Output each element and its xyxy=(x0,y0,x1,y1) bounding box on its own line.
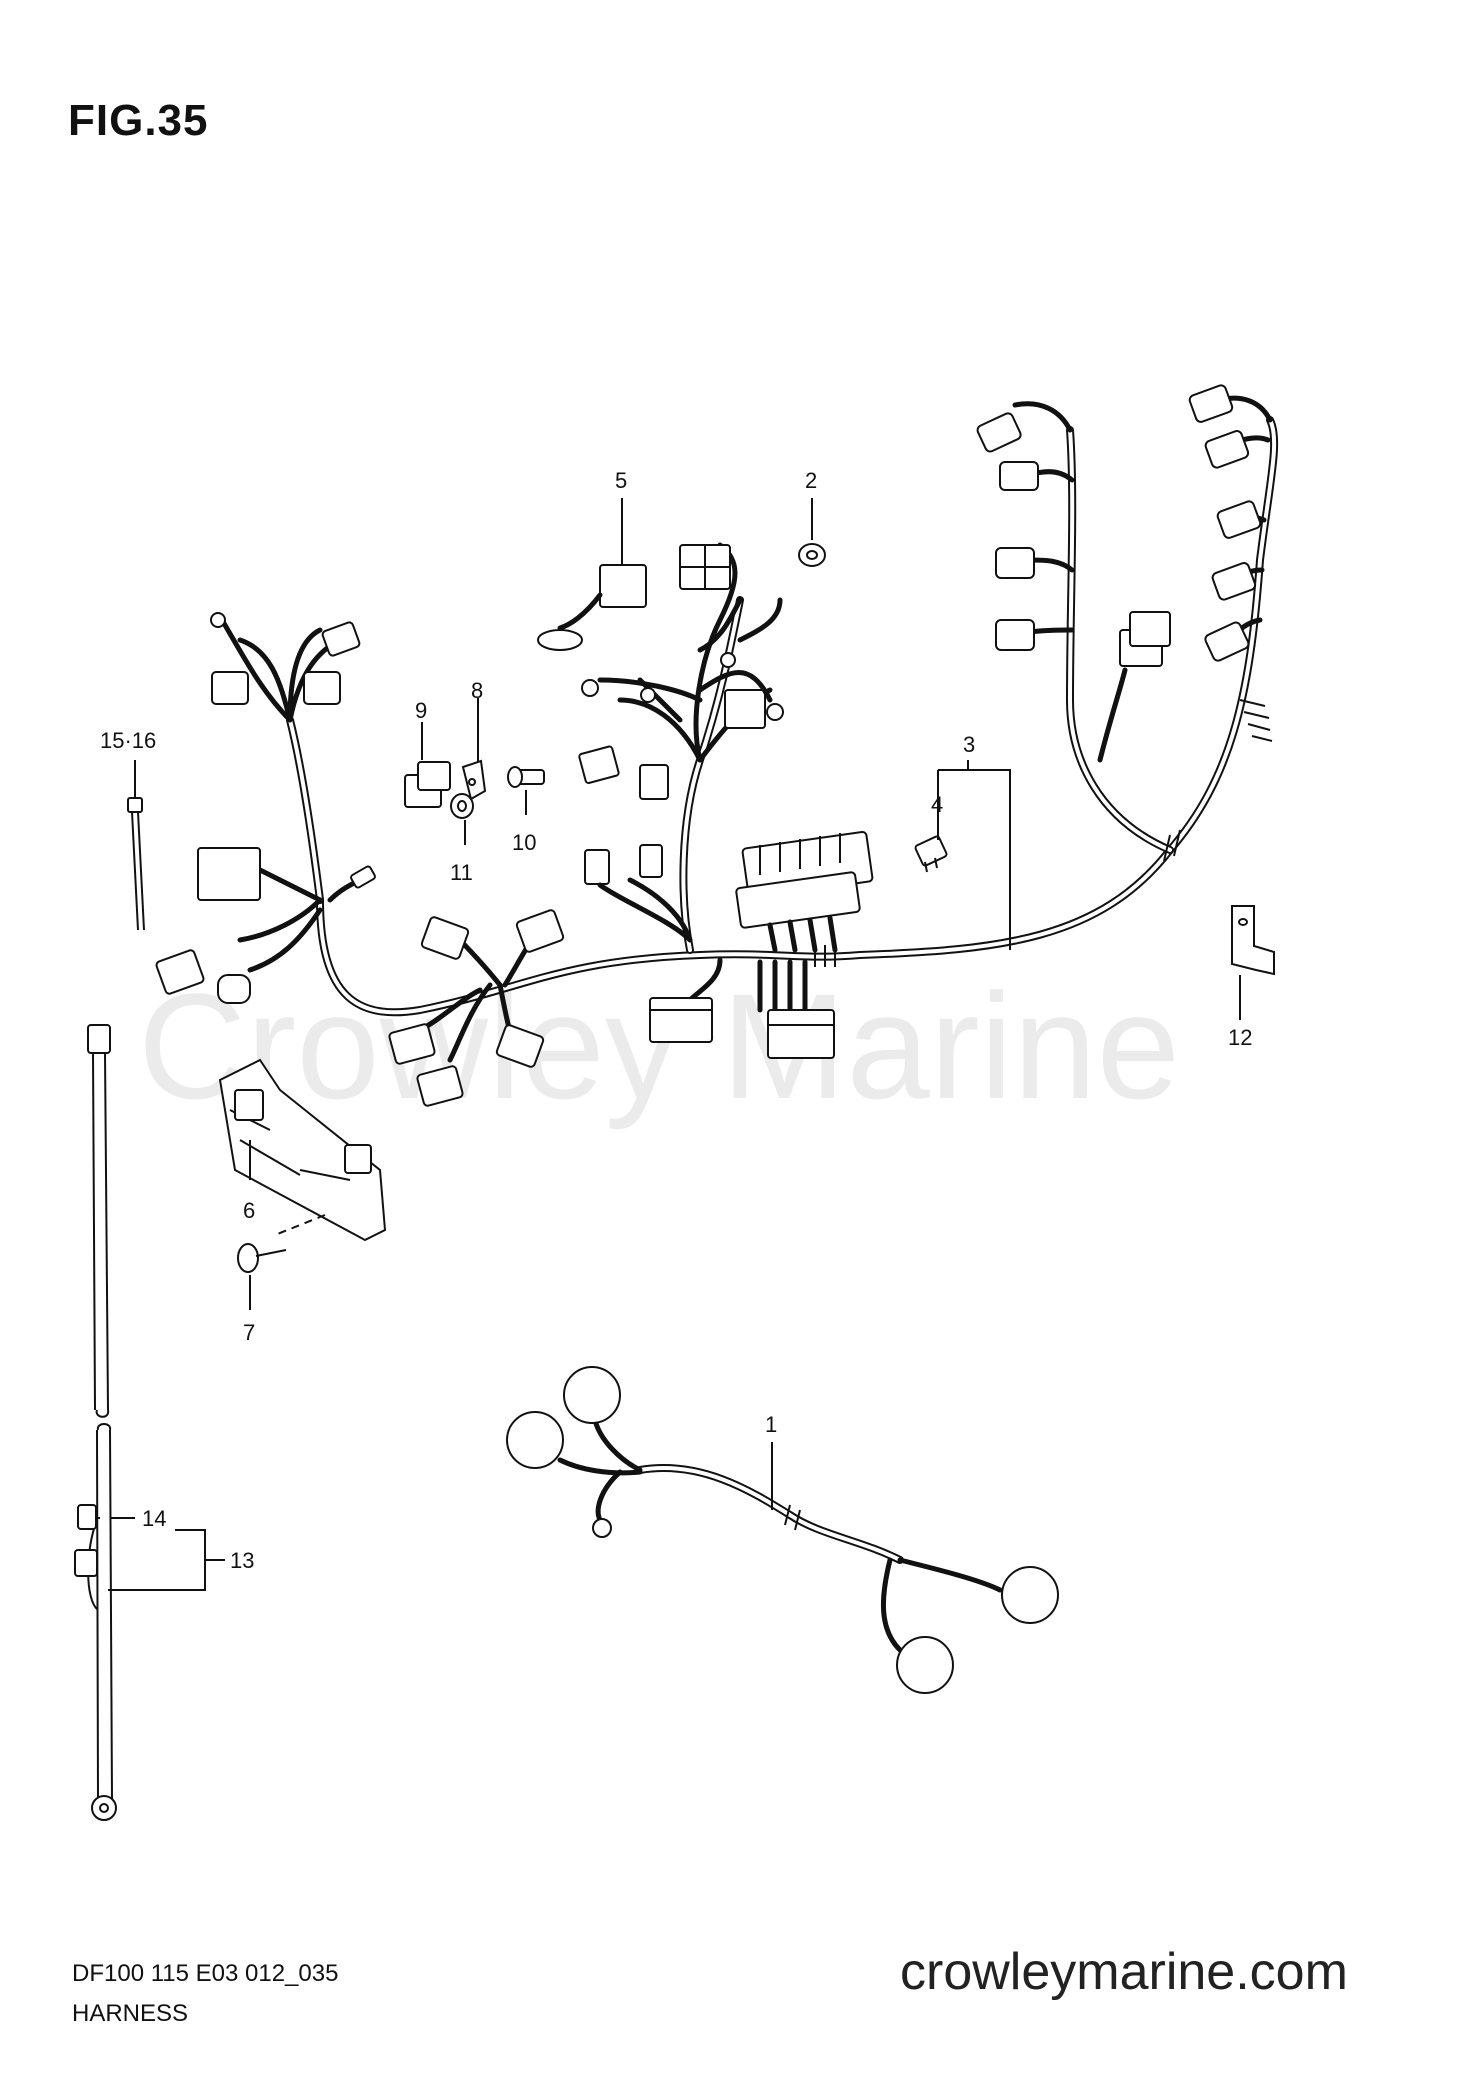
part-15-16-cable-tie xyxy=(127,797,145,931)
callout-15-16: 15·16 xyxy=(100,728,156,753)
figure-title: FIG.35 xyxy=(68,96,209,145)
part-2-nut xyxy=(798,543,826,567)
section-name: HARNESS xyxy=(72,2000,189,2027)
part-13-battery-cable xyxy=(74,1024,117,1821)
callout-13: 13 xyxy=(230,1548,254,1573)
small-parts-cluster xyxy=(404,759,545,819)
website-link[interactable]: crowleymarine.com xyxy=(900,1943,1348,2001)
callout-12: 12 xyxy=(1228,1025,1252,1050)
injector-connectors xyxy=(976,384,1273,763)
callout-5: 5 xyxy=(615,468,627,493)
ecu-connector-block xyxy=(649,830,874,1059)
callout-9: 9 xyxy=(415,698,427,723)
part-12-bracket xyxy=(1231,905,1275,976)
fuse xyxy=(914,835,948,873)
callout-labels: 5 2 3 4 8 9 10 11 15·16 12 6 7 1 14 13 xyxy=(100,468,1252,1573)
diagram-code: DF100 115 E03 012_035 xyxy=(72,1960,339,1987)
callout-8: 8 xyxy=(471,678,483,703)
part-1-sub-harness xyxy=(506,1366,1059,1694)
callout-11: 11 xyxy=(450,860,473,885)
center-connectors xyxy=(578,542,784,943)
callout-6: 6 xyxy=(243,1198,255,1223)
part-5-relay xyxy=(537,564,647,651)
watermark: Crowley Marine xyxy=(138,962,1180,1130)
part-6-bracket xyxy=(218,1058,387,1273)
leader-lines xyxy=(98,498,1241,1591)
callout-3: 3 xyxy=(963,732,975,757)
callout-4: 4 xyxy=(931,792,943,817)
callout-1: 1 xyxy=(765,1412,777,1437)
callout-7: 7 xyxy=(243,1320,255,1345)
callout-14: 14 xyxy=(142,1506,166,1531)
callout-10: 10 xyxy=(512,830,536,855)
left-connectors xyxy=(155,612,565,1107)
callout-2: 2 xyxy=(805,468,817,493)
